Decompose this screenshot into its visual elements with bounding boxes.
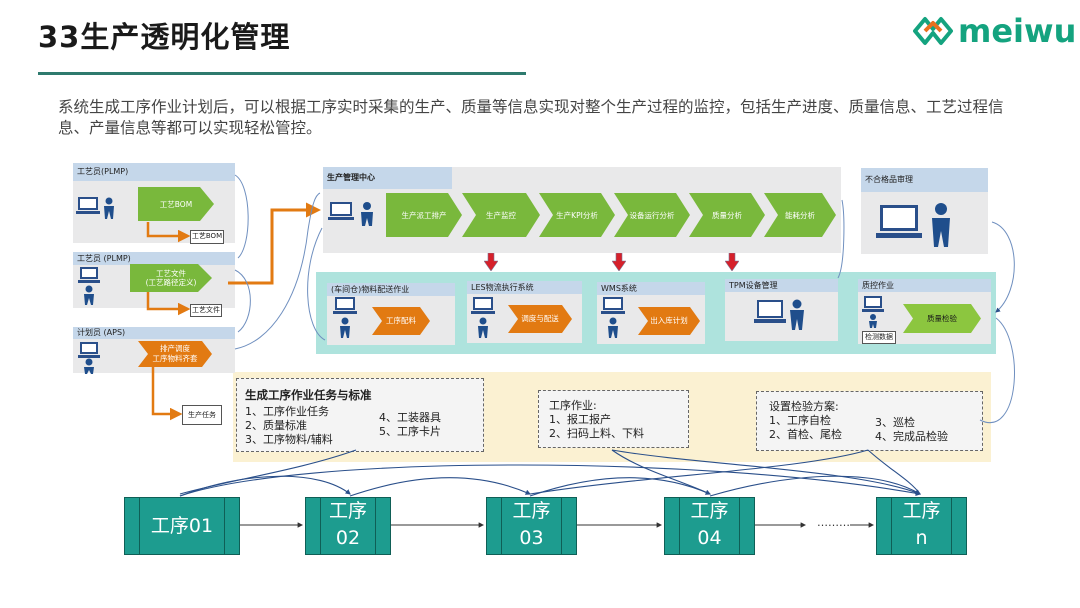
process-number: 02 xyxy=(335,527,361,549)
process-label: 工序 xyxy=(328,500,367,522)
subsystem-head: TPM设备管理 xyxy=(725,279,838,292)
process-label: 工序01 xyxy=(150,515,214,537)
output-box-process-file: 工艺文件 xyxy=(190,304,222,317)
process-label: 工序 xyxy=(512,500,551,522)
inspection-item: 1、工序自检 xyxy=(769,414,831,427)
chevron-inout-plan: 出入库计划 xyxy=(638,307,700,335)
process-label: 工序 xyxy=(902,500,941,522)
process-label: 工序 xyxy=(690,500,729,522)
down-arrow-icon xyxy=(612,253,626,271)
task-item: 2、质量标准 xyxy=(245,419,307,432)
operator-computer-icon xyxy=(76,197,950,374)
process-03: 工序 03 xyxy=(486,497,577,555)
subsystem-head: LES物流执行系统 xyxy=(467,281,582,294)
process-number: n xyxy=(915,527,928,549)
process-04: 工序 04 xyxy=(664,497,755,555)
chevron-process-bom: 工艺BOM xyxy=(138,187,214,221)
chevron-line1: 工艺文件 xyxy=(156,269,186,278)
subsystem-head: 质控作业 xyxy=(858,279,991,292)
step-production-monitor: 生产监控 xyxy=(462,193,540,237)
panel-head: 工艺员 (PLMP) xyxy=(73,252,235,265)
process-n: 工序 n xyxy=(876,497,967,555)
chevron-line2: 工序物料齐套 xyxy=(152,354,198,363)
brand-logo-text: meiwu xyxy=(958,12,1077,50)
orange-flow-arrow xyxy=(228,202,321,285)
output-box-production-task: 生产任务 xyxy=(182,405,222,425)
inspection-item: 4、完成品检验 xyxy=(875,430,948,443)
process-number: 04 xyxy=(697,527,722,549)
chevron-dispatch-delivery: 调度与配送 xyxy=(508,305,572,333)
inspection-title: 设置检验方案: xyxy=(769,400,839,413)
title-underline xyxy=(38,72,526,75)
down-arrow-icon xyxy=(484,253,498,271)
process-01: 工序01 xyxy=(124,497,240,555)
inspection-item: 2、首检、尾检 xyxy=(769,428,842,441)
operation-box: 工序作业: 1、报工报产 2、扫码上料、下料 xyxy=(538,390,689,448)
ellipsis-text: ……… xyxy=(817,516,850,529)
blue-curve-connector xyxy=(234,174,845,350)
operation-item: 2、扫码上料、下料 xyxy=(549,427,644,440)
tasks-title: 生成工序作业任务与标准 xyxy=(245,388,372,402)
page-title: 33生产透明化管理 xyxy=(38,20,291,54)
nonconform-panel: 不合格品审理 xyxy=(861,168,988,254)
production-center-head: 生产管理中心 xyxy=(323,167,452,189)
panel-head: 工艺员(PLMP) xyxy=(73,163,235,181)
orange-output-arrow xyxy=(146,222,191,421)
process-feedback-arc xyxy=(179,449,922,497)
subsystem-tpm: TPM设备管理 xyxy=(725,279,838,341)
down-arrow-icon xyxy=(725,253,739,271)
subsystem-head: (车间仓)物料配送作业 xyxy=(327,283,455,296)
intro-paragraph: 系统生成工序作业计划后，可以根据工序实时采集的生产、质量等信息实现对整个生产过程… xyxy=(58,98,1004,137)
operation-item: 1、报工报产 xyxy=(549,413,611,426)
panel-head: 计划员 (APS) xyxy=(73,327,235,339)
box-inspection-data: 检测数据 xyxy=(862,331,896,344)
nonconform-head: 不合格品审理 xyxy=(861,168,988,192)
inspection-plan-box: 设置检验方案: 1、工序自检 2、首检、尾检 3、巡检 4、完成品检验 xyxy=(756,391,983,451)
operation-title: 工序作业: xyxy=(549,399,597,412)
chevron-quality-inspection: 质量检验 xyxy=(903,304,981,333)
step-production-dispatch: 生产派工排产 xyxy=(386,193,462,237)
task-item: 4、工装器具 xyxy=(379,411,441,424)
subsystem-head: WMS系统 xyxy=(597,282,705,295)
tasks-standards-box: 生成工序作业任务与标准 1、工序作业任务 2、质量标准 3、工序物料/辅料 4、… xyxy=(236,378,484,452)
inspection-item: 3、巡检 xyxy=(875,416,915,429)
chevron-line1: 排产调度 xyxy=(160,344,190,353)
task-item: 3、工序物料/辅料 xyxy=(245,433,333,446)
chevron-scheduling: 排产调度 工序物料齐套 xyxy=(138,341,212,367)
process-number: 03 xyxy=(519,527,544,549)
chevron-process-file: 工艺文件 (工艺路径定义) xyxy=(130,264,212,292)
task-item: 1、工序作业任务 xyxy=(245,405,329,418)
output-box-process-bom: 工艺BOM xyxy=(190,230,224,244)
chevron-line2: (工艺路径定义) xyxy=(145,278,197,287)
right-curve-connector xyxy=(307,221,1015,424)
task-item: 5、工序卡片 xyxy=(379,425,441,438)
process-02: 工序 02 xyxy=(305,497,391,555)
meiwu-logo-icon xyxy=(913,17,953,45)
